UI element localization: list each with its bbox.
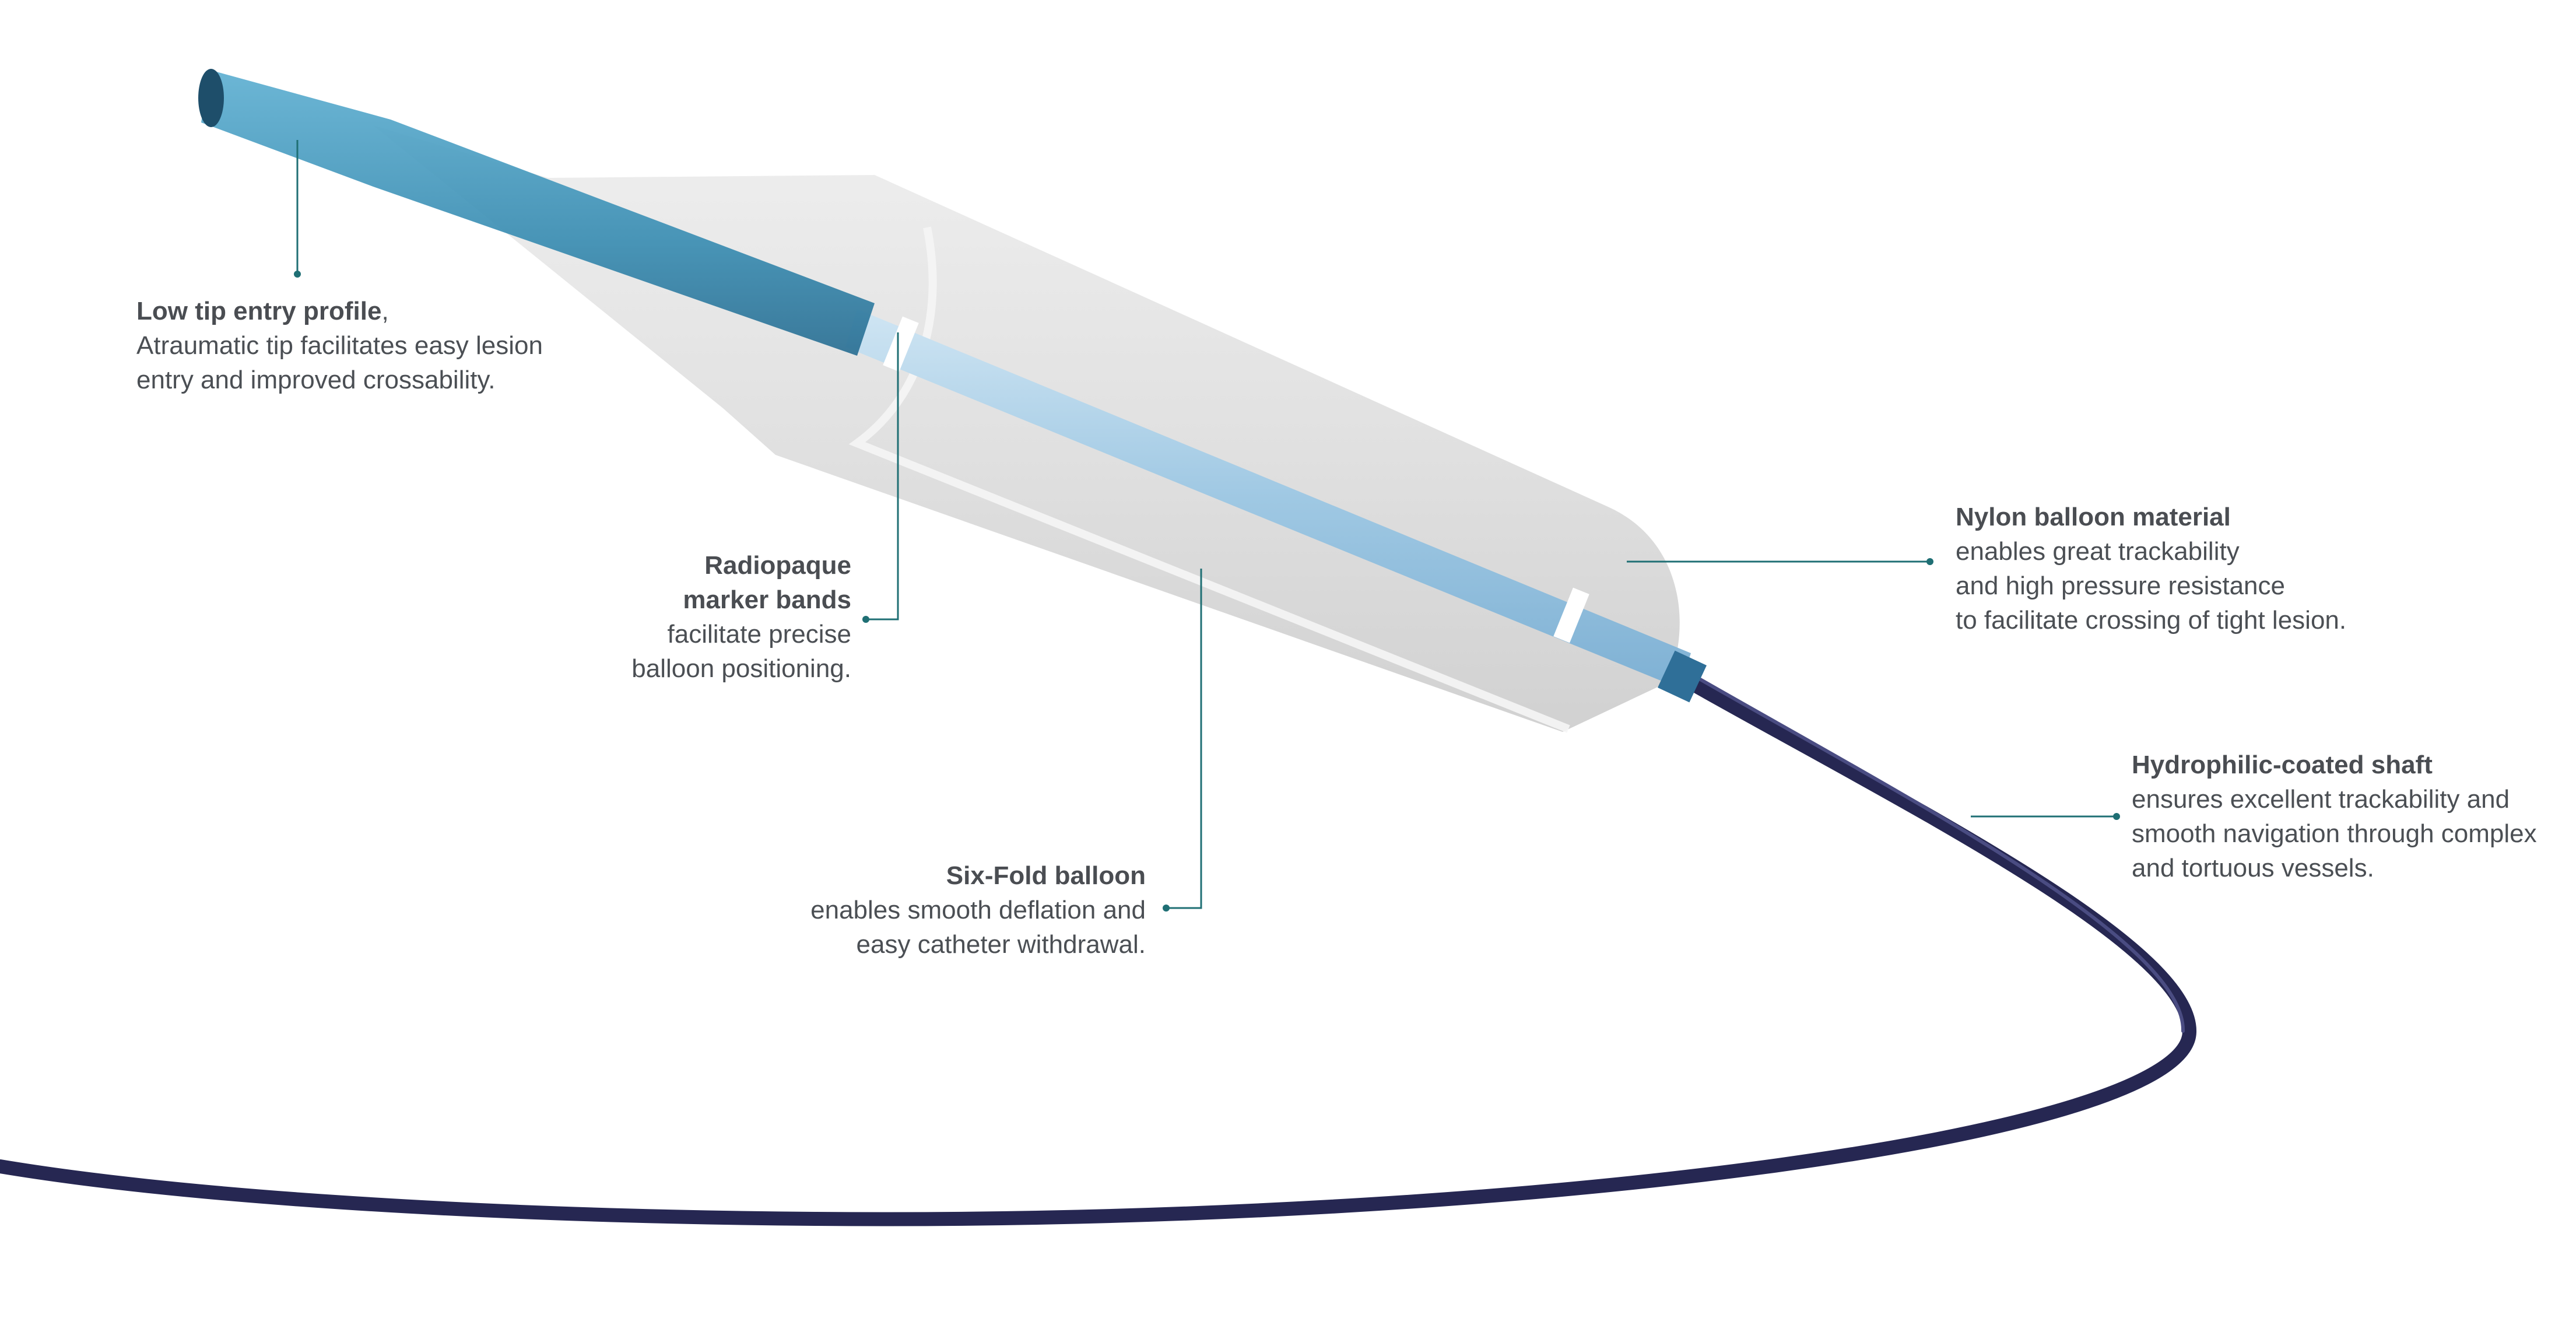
marker-band-proximal	[1553, 587, 1589, 643]
callout-shaft-title: Hydrophilic-coated shaft	[2132, 751, 2433, 779]
callout-nylon-line: and high pressure resistance	[1956, 572, 2285, 600]
leader-dots	[294, 271, 2120, 912]
marker-band-distal	[883, 316, 919, 372]
callout-nylon-title: Nylon balloon material	[1956, 503, 2231, 531]
callout-nylon-line: to facilitate crossing of tight lesion.	[1956, 606, 2347, 635]
callout-sixfold: Six-Fold balloon enables smooth deflatio…	[679, 858, 1146, 962]
callout-tip-title: Low tip entry profile	[136, 297, 382, 325]
callout-shaft-line: ensures excellent trackability and	[2132, 785, 2510, 814]
leader-dot-shaft	[2113, 813, 2120, 820]
callout-tip: Low tip entry profile, Atraumatic tip fa…	[136, 294, 661, 397]
leader-dot-tip	[294, 271, 301, 278]
callout-shaft: Hydrophilic-coated shaft ensures excelle…	[2132, 748, 2575, 885]
catheter-tip	[201, 70, 875, 356]
callout-sixfold-line: easy catheter withdrawal.	[856, 930, 1146, 959]
leader-dot-nylon	[1926, 558, 1933, 565]
leader-sixfold	[1166, 569, 1202, 909]
callout-shaft-line: smooth navigation through complex	[2132, 819, 2537, 848]
callout-nylon: Nylon balloon material enables great tra…	[1956, 500, 2539, 637]
catheter-shaft-highlight	[1683, 669, 2185, 1033]
callout-markers-title: Radiopaque	[704, 551, 851, 580]
callout-tip-title-suffix: ,	[381, 297, 389, 325]
tip-opening	[198, 69, 224, 127]
callout-shaft-line: and tortuous vessels.	[2132, 854, 2374, 882]
leader-lines	[296, 140, 2117, 909]
callout-markers-line: balloon positioning.	[631, 654, 851, 683]
callout-tip-line: entry and improved crossability.	[136, 366, 496, 394]
callout-sixfold-line: enables smooth deflation and	[810, 896, 1146, 924]
inner-lumen	[845, 309, 1691, 688]
leader-dot-markers	[862, 616, 869, 623]
leader-dot-sixfold	[1163, 905, 1170, 912]
callout-sixfold-title: Six-Fold balloon	[946, 861, 1146, 890]
callout-markers-title: marker bands	[683, 586, 851, 614]
callout-tip-line: Atraumatic tip facilitates easy lesion	[136, 331, 543, 360]
callout-markers: Radiopaque marker bands facilitate preci…	[501, 548, 851, 686]
leader-markers	[866, 332, 899, 621]
balloon-neck	[1658, 650, 1707, 703]
callout-markers-line: facilitate precise	[667, 620, 851, 649]
callout-nylon-line: enables great trackability	[1956, 537, 2240, 566]
